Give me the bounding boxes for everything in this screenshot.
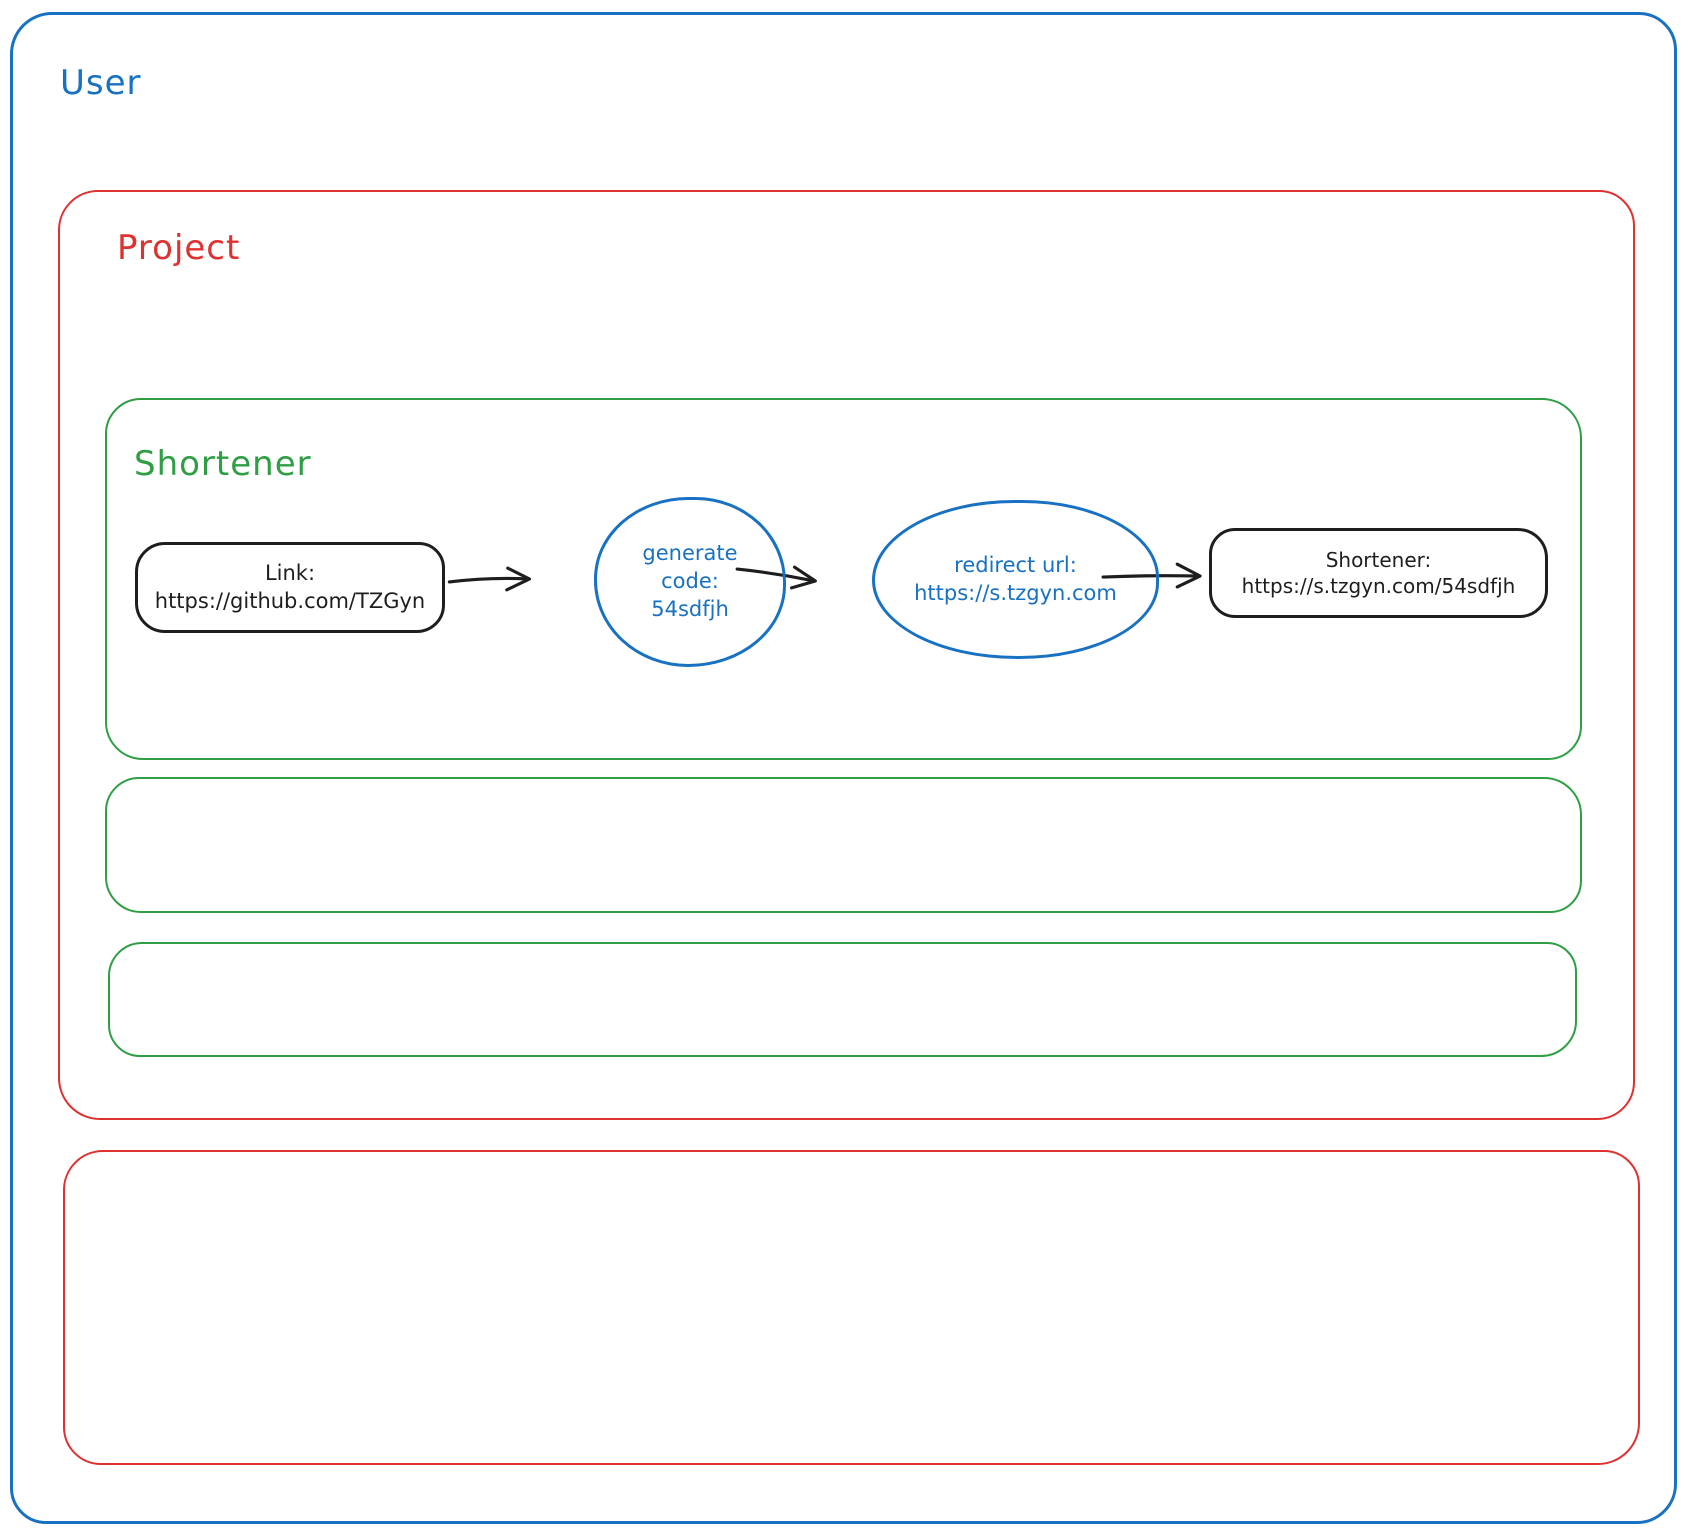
user-frame: User Project Shortener: [10, 12, 1677, 1524]
shortener-result-title: Shortener:: [1325, 547, 1432, 572]
shortener-frame-label: Shortener: [134, 444, 312, 484]
redirect-url-title: redirect url:: [954, 552, 1077, 577]
shortener-frame: Shortener: [105, 398, 1582, 760]
generate-code-line3: 54sdfjh: [651, 596, 729, 621]
shortener-result-node: Shortener: https://s.tzgyn.com/54sdfjh: [1209, 528, 1548, 618]
user-frame-label: User: [60, 63, 142, 103]
shortener-result-url: https://s.tzgyn.com/54sdfjh: [1241, 574, 1516, 598]
redirect-url-node: redirect url: https://s.tzgyn.com: [872, 500, 1159, 659]
generate-code-node: generate code: 54sdfjh: [594, 497, 786, 667]
link-node-url: https://github.com/TZGyn: [154, 588, 426, 613]
generate-code-line2: code:: [661, 569, 719, 594]
link-node-title: Link:: [264, 560, 316, 585]
empty-project-frame: [63, 1150, 1640, 1465]
empty-green-frame-1: [105, 777, 1582, 913]
empty-green-frame-2: [108, 942, 1577, 1057]
project-frame-label: Project: [117, 228, 241, 268]
arrow-link-to-generate: [447, 566, 532, 592]
link-node: Link: https://github.com/TZGyn: [135, 542, 445, 633]
redirect-url-url: https://s.tzgyn.com: [914, 580, 1117, 605]
project-frame: Project Shortener: [58, 190, 1635, 1120]
generate-code-line1: generate: [642, 541, 738, 566]
